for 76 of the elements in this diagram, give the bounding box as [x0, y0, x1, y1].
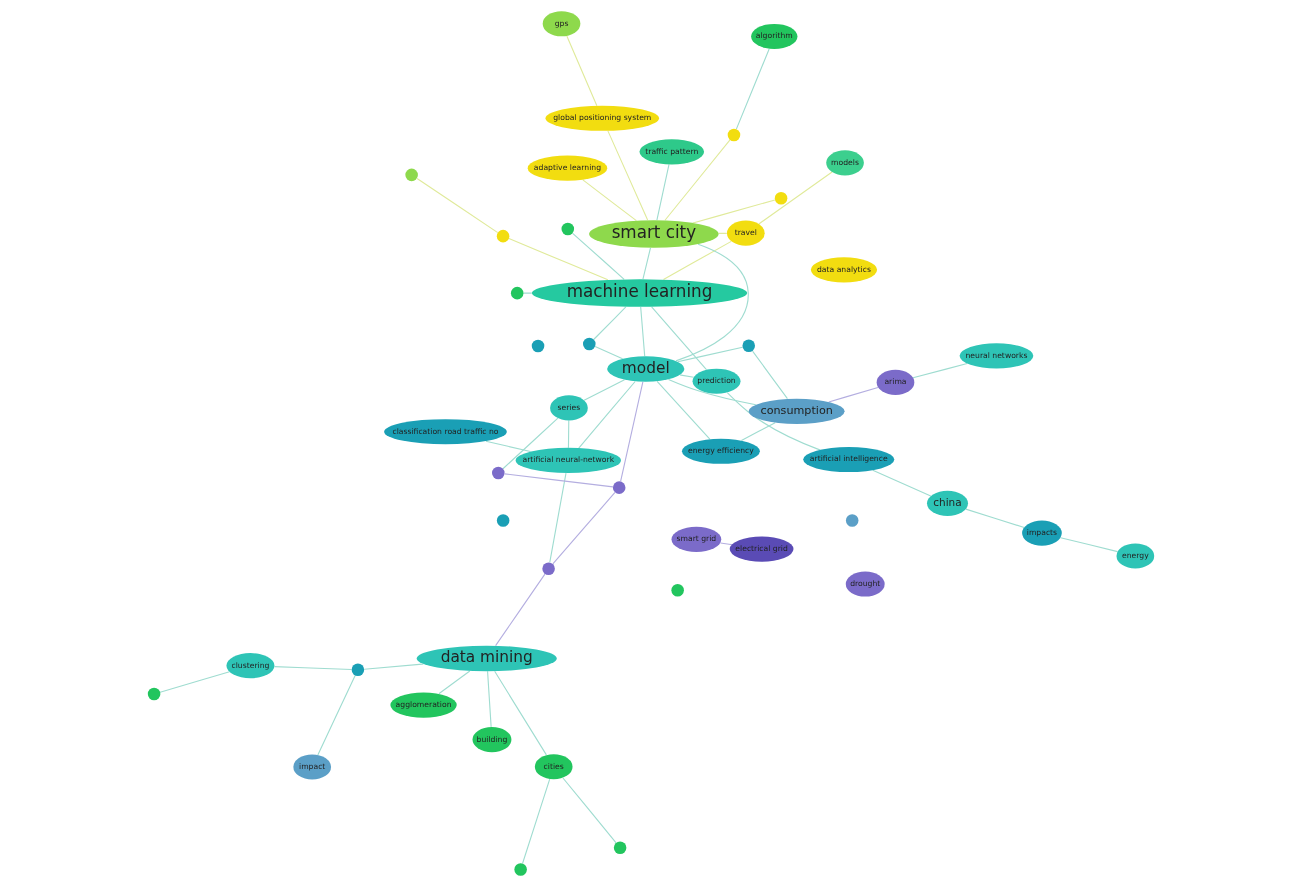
node-ellipse: model [607, 356, 685, 382]
connector [562, 777, 617, 844]
connector [667, 378, 757, 406]
connector [582, 179, 637, 222]
node-circle [514, 863, 527, 876]
connector [594, 346, 624, 360]
node-ellipse: china [927, 490, 968, 516]
node-circle [147, 687, 161, 701]
connector [965, 508, 1025, 529]
node-ellipse: smart city [589, 220, 719, 248]
node-circle [583, 337, 596, 351]
connector [159, 671, 231, 693]
connector [758, 171, 833, 225]
connector [656, 380, 711, 440]
node-ellipse: machine learning [531, 279, 748, 307]
connector [735, 48, 770, 130]
node-circle [496, 229, 510, 243]
connector [495, 573, 546, 647]
connector [552, 491, 616, 565]
connector [502, 417, 559, 470]
connector [273, 666, 353, 671]
connector [504, 473, 614, 488]
connector [656, 163, 670, 221]
node-circle [496, 514, 510, 527]
connector [692, 199, 776, 224]
node-circle [542, 562, 555, 576]
connector [522, 778, 551, 865]
connector [620, 381, 644, 482]
node-circle [510, 286, 524, 300]
node-ellipse: consumption [748, 398, 845, 424]
connector [740, 422, 776, 441]
connector [872, 469, 932, 497]
connector [567, 419, 570, 449]
connector [508, 238, 609, 281]
connector [679, 374, 695, 378]
node-circle [742, 339, 755, 353]
connector [752, 350, 788, 400]
node-ellipse: data mining [416, 645, 557, 672]
connector [485, 440, 531, 453]
connector [494, 670, 547, 756]
connector [828, 387, 879, 403]
connector [677, 346, 744, 363]
connector [607, 130, 649, 221]
connector [572, 232, 625, 280]
connector [438, 670, 471, 695]
node-circle [845, 514, 859, 527]
connector [912, 363, 968, 379]
connector [416, 177, 499, 234]
connector [726, 392, 821, 451]
node-circle [727, 128, 741, 142]
connector [522, 292, 533, 294]
node-circle [561, 222, 575, 236]
connector [549, 472, 567, 563]
node-circle [671, 584, 684, 597]
node-circle [531, 339, 545, 353]
connector [640, 306, 646, 357]
connector [583, 379, 626, 401]
node-circle [492, 466, 505, 480]
connector [664, 139, 731, 221]
node-circle [774, 191, 788, 205]
connector [662, 240, 732, 281]
connector [719, 542, 733, 546]
connector [578, 380, 636, 449]
connector [1060, 537, 1119, 553]
node-circle [613, 841, 627, 854]
connector [566, 35, 598, 107]
node-circle [351, 663, 365, 677]
connector [675, 243, 749, 362]
connector [651, 306, 707, 371]
connector [642, 247, 652, 280]
node-circle [612, 481, 626, 494]
node-circle [405, 168, 418, 182]
connector [317, 675, 356, 756]
connector [593, 306, 627, 340]
connector [487, 670, 492, 728]
connector [363, 663, 424, 670]
